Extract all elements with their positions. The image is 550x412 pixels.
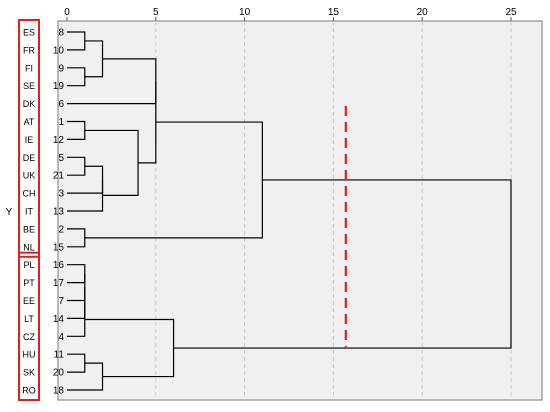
country-label: DK <box>23 99 36 109</box>
country-label: PL <box>23 260 34 270</box>
country-label: IT <box>25 207 34 217</box>
y-axis-label: Y <box>6 207 13 218</box>
leaf-label: 15 <box>53 242 65 253</box>
country-label: PT <box>23 278 35 288</box>
dendrogram-link <box>138 81 157 164</box>
leaf-label: 16 <box>53 260 65 271</box>
leaf-label: 11 <box>54 350 65 361</box>
country-label: CH <box>23 189 36 199</box>
country-label: AT <box>24 117 35 127</box>
country-label: ES <box>23 28 35 38</box>
group-boxes <box>18 19 40 401</box>
country-label: SK <box>23 368 35 378</box>
group-box <box>18 251 40 401</box>
x-tick-label: 5 <box>153 7 159 18</box>
leaf-label: 8 <box>58 28 64 39</box>
x-tick-label: 15 <box>328 7 340 18</box>
dendrogram-link <box>67 302 86 337</box>
leaf-label: 5 <box>58 153 64 164</box>
leaf-label: 14 <box>53 314 65 325</box>
country-label: RO <box>22 386 36 396</box>
leaf-label: 13 <box>53 207 65 218</box>
x-axis-ticks: 0 5 10 15 20 25 <box>64 7 517 21</box>
group-box <box>18 19 40 258</box>
dendrogram-tree <box>67 31 512 391</box>
country-labels: ES FR FI SE DK AT IE DE UK CH IT BE NL PL PT EE LT CZ HU SK… <box>22 28 36 396</box>
leaf-label: 18 <box>53 386 65 397</box>
leaf-label: 19 <box>53 81 65 92</box>
country-label: UK <box>23 171 36 181</box>
leaf-label: 3 <box>58 189 64 200</box>
country-label: EE <box>23 296 35 306</box>
leaf-label: 17 <box>53 278 65 289</box>
x-tick-label: 20 <box>417 7 429 18</box>
leaf-label: 20 <box>53 368 65 379</box>
x-tick-label: 25 <box>505 7 517 18</box>
country-label: CZ <box>23 332 35 342</box>
country-label: IE <box>25 135 34 145</box>
country-label: NL <box>23 242 35 252</box>
leaf-label: 1 <box>58 117 64 128</box>
country-label: FI <box>25 63 33 73</box>
country-label: SE <box>23 81 35 91</box>
x-tick-label: 10 <box>239 7 251 18</box>
dendrogram-link <box>173 179 512 349</box>
country-label: HU <box>23 350 36 360</box>
leaf-labels: 8 10 9 19 6 1 12 5 21 3 13 2 15 16 17 7 14 4 11 20 18 <box>53 28 65 397</box>
country-label: LT <box>24 314 34 324</box>
leaf-label: 7 <box>58 296 64 307</box>
country-label: FR <box>23 45 35 55</box>
country-label: DE <box>23 153 36 163</box>
leaf-label: 12 <box>53 135 65 146</box>
leaf-label: 2 <box>58 224 64 235</box>
leaf-label: 6 <box>58 99 64 110</box>
leaf-label: 10 <box>53 45 65 56</box>
x-tick-label: 0 <box>64 7 70 18</box>
dendrogram-link <box>67 179 104 212</box>
leaf-label: 4 <box>58 332 64 343</box>
country-label: BE <box>23 224 35 234</box>
plot-area <box>57 20 543 401</box>
leaf-label: 9 <box>58 63 64 74</box>
leaf-label: 21 <box>53 171 65 182</box>
